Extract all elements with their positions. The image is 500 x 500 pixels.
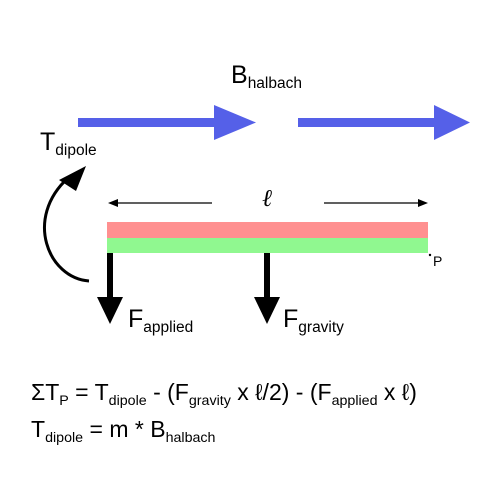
- length-dimension-arrow-right: [324, 199, 428, 207]
- f-applied-label: Fapplied: [128, 305, 194, 336]
- bar-bottom-layer: [107, 238, 428, 253]
- length-dimension-arrow-left: [108, 199, 212, 207]
- bar-top-layer: [107, 222, 428, 238]
- torque-sum-equation: ΣTP = Tdipole - (Fgravity x ℓ/2) - (Fapp…: [31, 379, 417, 409]
- gravity-force-arrow: [254, 253, 280, 324]
- point-p-marker: [428, 253, 432, 257]
- point-p-label: P: [433, 253, 443, 269]
- field-arrow-left: [78, 105, 256, 140]
- torque-curved-arrow: [43, 166, 90, 283]
- applied-force-arrow: [97, 253, 123, 324]
- f-gravity-label: Fgravity: [283, 305, 344, 336]
- b-halbach-label: Bhalbach: [231, 61, 302, 92]
- field-arrow-right: [298, 105, 470, 140]
- dipole-torque-equation: Tdipole = m * Bhalbach: [31, 416, 216, 446]
- length-label: ℓ: [262, 184, 272, 212]
- t-dipole-label: Tdipole: [40, 128, 97, 159]
